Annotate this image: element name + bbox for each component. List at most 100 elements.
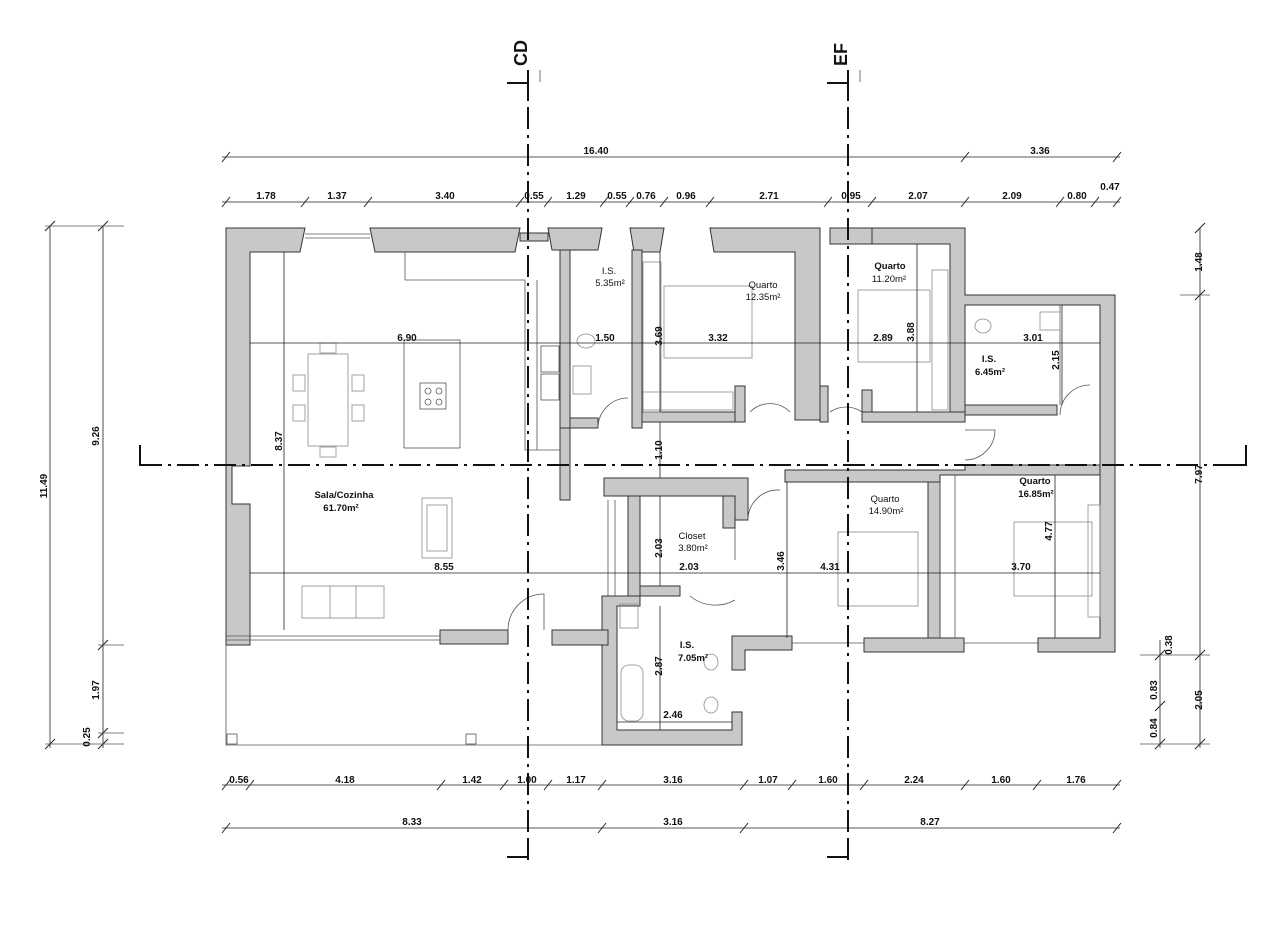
dim-inner: 1.10	[654, 440, 665, 460]
dim-inner: 6.90	[397, 333, 417, 344]
dim-top-seg: 0.47	[1100, 182, 1120, 193]
dim-inner: 3.46	[776, 551, 787, 571]
wall-closet-bottom	[639, 585, 681, 597]
wall-bottom-2	[551, 629, 609, 646]
room-quarto1-name: Quarto	[748, 280, 777, 291]
dim-top-seg: 0.95	[841, 191, 861, 202]
dim-right: 0.83	[1149, 680, 1160, 700]
wall-is2-bottom	[964, 404, 1058, 416]
dim-inner: 1.50	[595, 333, 615, 344]
dim-top-seg: 0.80	[1067, 191, 1087, 202]
room-quarto3-area: 14.90m²	[869, 506, 904, 517]
dim-top-seg: 2.07	[908, 191, 928, 202]
room-sala-area: 61.70m²	[323, 503, 358, 514]
dim-inner: 2.87	[654, 656, 665, 676]
wall-top-7	[871, 227, 1116, 653]
room-sala-name: Sala/Cozinha	[314, 490, 374, 501]
dim-top-seg: 0.76	[636, 191, 656, 202]
dim-inner: 3.88	[906, 322, 917, 342]
dim-right: 0.38	[1164, 635, 1175, 655]
dim-bottom-seg: 1.60	[991, 775, 1011, 786]
dim-top-seg: 0.55	[524, 191, 544, 202]
room-is1-name: I.S.	[602, 266, 616, 277]
room-is3-area: 7.05m²	[678, 653, 708, 664]
room-is2-name: I.S.	[982, 354, 996, 365]
dim-top-seg: 1.37	[327, 191, 347, 202]
room-quarto1-area: 12.35m²	[746, 292, 781, 303]
dim-inner: 8.37	[274, 431, 285, 451]
wall-is1-left	[559, 249, 571, 429]
dim-top-seg: 1.78	[256, 191, 276, 202]
dimension-lines	[44, 151, 1210, 834]
room-quarto3-name: Quarto	[870, 494, 899, 505]
section-label-ef: EF	[831, 43, 851, 66]
walls	[225, 227, 1116, 746]
dim-bottom-seg: 0.56	[229, 775, 249, 786]
wall-closet-left	[627, 495, 641, 597]
wall-q3-q4	[927, 481, 941, 639]
room-quarto4-area: 16.85m²	[1018, 489, 1053, 500]
dim-top-seg: 1.29	[566, 191, 586, 202]
wall-is1-bottom	[569, 417, 599, 429]
wall-top-5	[709, 227, 821, 421]
dim-inner: 2.03	[679, 562, 699, 573]
room-quarto2-area: 11.20m²	[872, 274, 906, 285]
dim-inner: 2.89	[873, 333, 893, 344]
wall-is1-right	[631, 249, 643, 429]
dim-bottom-seg: 1.60	[818, 775, 838, 786]
dim-bottom-total: 8.27	[920, 817, 940, 828]
bottom-ticks	[221, 779, 1122, 834]
dim-top-seg: 2.09	[1002, 191, 1022, 202]
dim-left: 11.49	[39, 473, 50, 498]
room-closet-area: 3.80m²	[678, 543, 708, 554]
dim-right: 1.48	[1194, 252, 1205, 272]
dim-inner: 3.01	[1023, 333, 1043, 344]
dim-inner: 3.32	[708, 333, 728, 344]
room-quarto4-name: Quarto	[1019, 476, 1050, 487]
dim-inner: 4.77	[1044, 521, 1055, 541]
dim-inner: 2.03	[654, 538, 665, 558]
dim-bottom-seg: 3.16	[663, 775, 683, 786]
dim-text-inner: 6.90 8.37 8.55 1.50 3.69 3.32 2.89 3.88 …	[274, 322, 1062, 721]
wall-top-1	[369, 227, 521, 253]
dim-bottom-seg: 1.17	[566, 775, 586, 786]
wall-top-2	[547, 227, 603, 251]
dim-bottom-total: 3.16	[663, 817, 683, 828]
dim-inner: 3.69	[654, 326, 665, 346]
furniture	[292, 261, 1101, 722]
wall-top-4	[629, 227, 665, 253]
room-labels: Sala/Cozinha 61.70m² I.S. 5.35m² Quarto …	[314, 261, 1053, 664]
dim-text-sides: 11.49 9.26 1.97 0.25 1.48 7.97 0.38 0.83…	[39, 252, 1205, 747]
dim-inner: 2.15	[1051, 350, 1062, 370]
wall-is3-right	[731, 635, 793, 671]
dim-left: 9.26	[91, 426, 102, 446]
wall-bottom-1	[439, 629, 509, 645]
wall-q3-bottom	[863, 637, 965, 653]
wall-top-3	[519, 232, 549, 242]
dim-text-bottom: 0.56 4.18 1.42 1.00 1.17 3.16 1.07 1.60 …	[229, 775, 1086, 828]
wall-q3-top	[784, 464, 1101, 483]
dim-left: 0.25	[82, 727, 93, 747]
wall-top-6	[829, 227, 873, 245]
dim-inner: 8.55	[434, 562, 454, 573]
dim-right: 2.05	[1194, 690, 1205, 710]
dim-top-seg: 3.40	[435, 191, 455, 202]
dim-bottom-seg: 1.00	[517, 775, 537, 786]
dim-top-seg: 2.71	[759, 191, 779, 202]
dim-top-seg: 0.96	[676, 191, 696, 202]
dim-inner: 4.31	[820, 562, 840, 573]
wall-q1-stub	[734, 385, 746, 423]
room-closet-name: Closet	[679, 531, 706, 542]
wall-is3	[601, 595, 743, 746]
wall-q1-bottom	[641, 411, 746, 423]
dim-bottom-seg: 2.24	[904, 775, 924, 786]
doors	[507, 384, 1091, 631]
dim-left: 1.97	[91, 680, 102, 700]
room-is2-area: 6.45m²	[975, 367, 1005, 378]
wall-left	[225, 227, 306, 646]
dim-bottom-seg: 1.42	[462, 775, 482, 786]
room-quarto2-name: Quarto	[874, 261, 905, 272]
dim-top-seg: 0.55	[607, 191, 627, 202]
dim-inner: 2.46	[663, 710, 683, 721]
